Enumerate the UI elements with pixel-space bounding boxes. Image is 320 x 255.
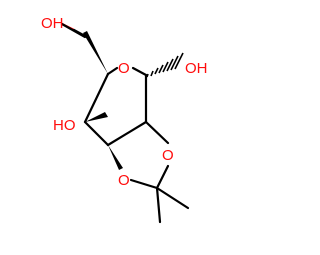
bond-ring-o-c1 bbox=[131, 66, 148, 77]
wedge-c4-oh bbox=[85, 112, 108, 122]
label-ring-oxygen: O bbox=[118, 60, 130, 77]
bond-o-left-cq bbox=[129, 178, 159, 190]
bond-c2-c3 bbox=[106, 120, 148, 147]
bond-c2-acetal-o bbox=[144, 120, 170, 145]
molecule-structure: OH O OH HO O O bbox=[41, 15, 208, 224]
wedge-c5-ch2 bbox=[83, 31, 108, 74]
label-acetal-oxygen-left: O bbox=[118, 172, 130, 189]
label-c4-hydroxyl: HO bbox=[53, 117, 76, 134]
bond-ch2-c6-long bbox=[60, 22, 87, 39]
bond-c4-c5 bbox=[83, 72, 110, 124]
label-anomeric-oh: OH bbox=[185, 60, 208, 77]
label-acetal-oxygen-right: O bbox=[162, 147, 174, 164]
molecule-structure-canvas: OH O OH HO O O bbox=[41, 15, 208, 224]
wedge-c3-o bbox=[108, 145, 123, 170]
bond-cq-methyl-down bbox=[155, 186, 162, 224]
bond-c3-c4 bbox=[83, 120, 110, 147]
bond-c5-ring-o bbox=[106, 66, 119, 76]
label-ch2-oh: OH bbox=[41, 15, 64, 32]
bond-cq-methyl-right bbox=[155, 186, 190, 210]
bond-o-right-cq bbox=[155, 164, 170, 190]
hash-c1-oh bbox=[146, 52, 184, 78]
